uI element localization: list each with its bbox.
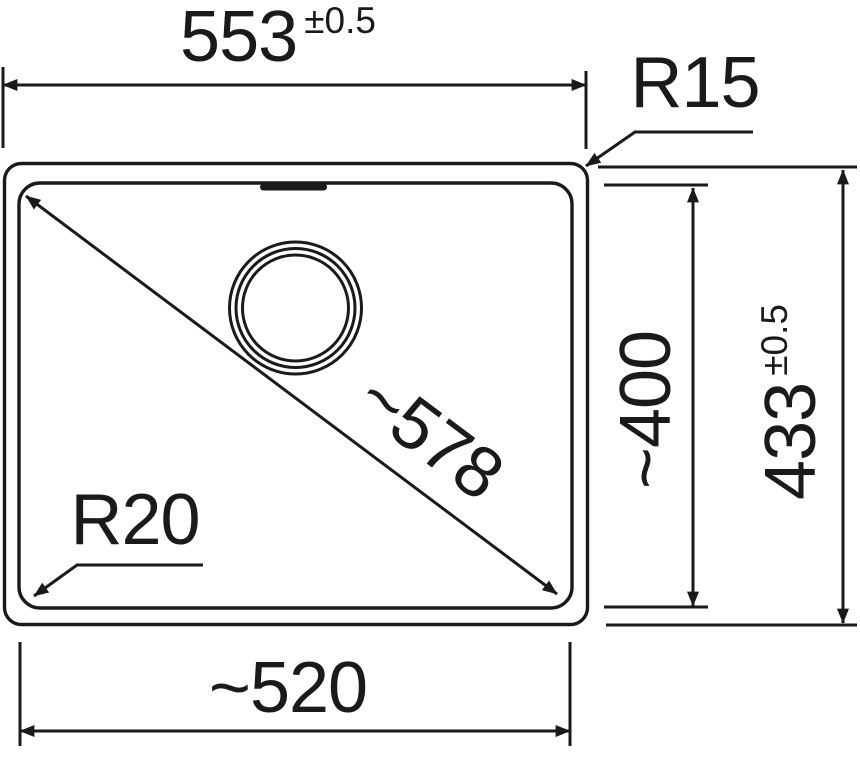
dim-outer-height-label: 433 ±0.5 xyxy=(751,304,831,500)
radius-r20-label: R20 xyxy=(70,480,200,560)
dim-top-width-tolerance: ±0.5 xyxy=(304,0,376,41)
radius-r15-leader xyxy=(585,130,753,168)
sink-inner-bowl-outline xyxy=(17,181,574,610)
dim-inner-height-label: ~400 xyxy=(606,330,686,490)
dim-diagonal-line xyxy=(25,194,558,596)
dim-outer-height-tolerance: ±0.5 xyxy=(754,304,795,376)
overflow-slot xyxy=(260,183,327,191)
dim-outer-height-value: 433 xyxy=(751,382,831,500)
radius-r20-leader xyxy=(33,563,203,598)
radius-r15-label: R15 xyxy=(630,43,760,123)
dim-top-width-label: 553 ±0.5 xyxy=(180,1,376,73)
drain-circles xyxy=(228,240,363,376)
dim-inner-width-label: ~520 xyxy=(208,648,368,728)
dim-top-width-value: 553 xyxy=(180,0,298,77)
sink-outer-outline xyxy=(2,161,590,627)
